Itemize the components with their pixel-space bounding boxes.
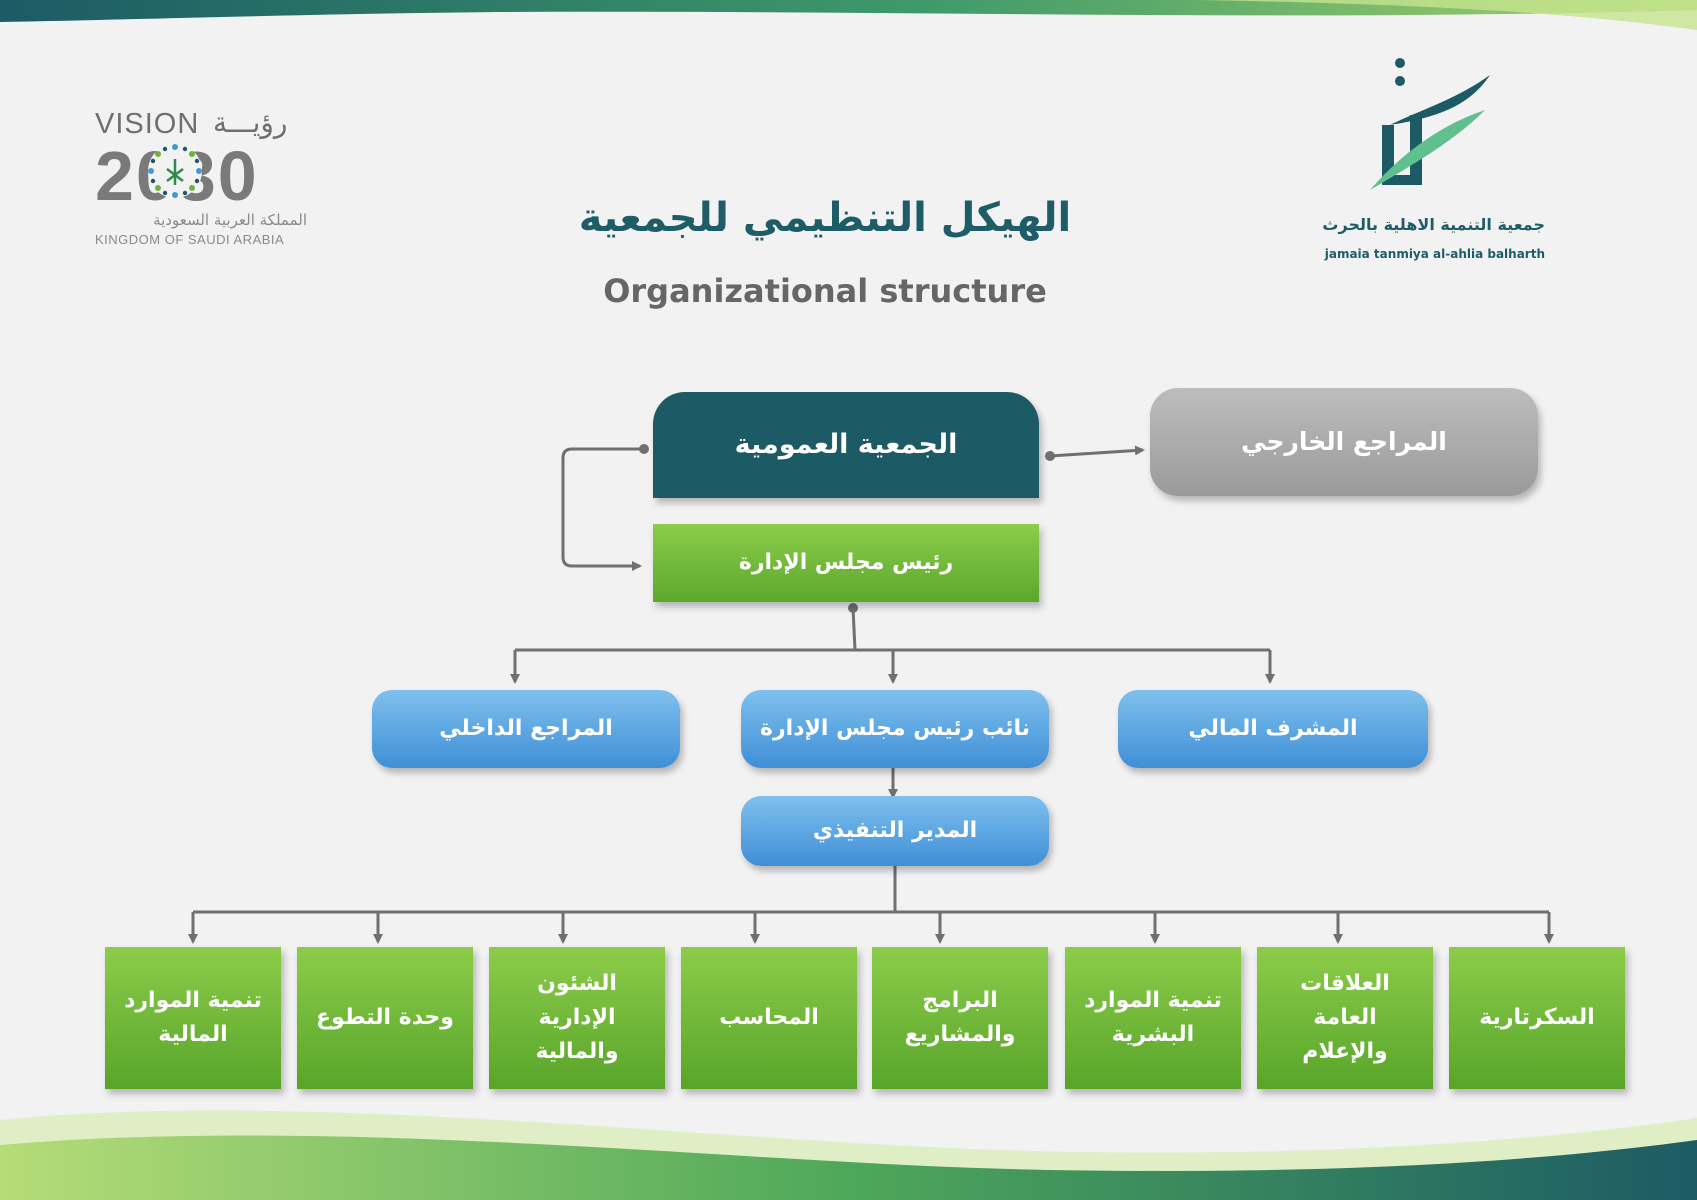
node-department: الشئون الإدارية والمالية xyxy=(489,947,665,1089)
connector-external xyxy=(1049,445,1145,458)
department-line1: تنمية الموارد xyxy=(1084,987,1222,1013)
department-line1: وحدة التطوع xyxy=(316,1004,454,1030)
vision-emblem-icon xyxy=(148,144,202,198)
organization-mark-icon xyxy=(1370,58,1490,190)
node-department: تنمية الموارد البشرية xyxy=(1065,947,1241,1089)
organization-logo: جمعية التنمية الاهلية بالحرث jamaia tanm… xyxy=(1300,55,1560,265)
node-department: البرامج والمشاريع xyxy=(872,947,1048,1089)
node-general-assembly: الجمعية العمومية xyxy=(653,392,1039,498)
vision-word: VISION xyxy=(95,108,200,140)
department-line2: والمشاريع xyxy=(904,1022,1016,1047)
connector-loop xyxy=(561,447,644,571)
node-internal-auditor: المراجع الداخلي xyxy=(372,690,680,768)
department-line2: المالية xyxy=(158,1022,228,1047)
vision-country-en: KINGDOM OF SAUDI ARABIA xyxy=(95,232,285,247)
page-title-en: Organizational structure xyxy=(603,272,1047,310)
node-executive-director: المدير التنفيذي xyxy=(741,796,1049,866)
department-line2: والإعلام xyxy=(1302,1039,1388,1065)
vision-2030-logo: VISION رؤيـــة 2030 المملكة العربية السع… xyxy=(95,106,315,258)
node-vice-chair: نائب رئيس مجلس الإدارة xyxy=(741,690,1049,768)
vision-arabic-word: رؤيـــة xyxy=(213,106,288,139)
node-department: السكرتارية xyxy=(1449,947,1625,1089)
node-department: وحدة التطوع xyxy=(297,947,473,1089)
department-line1: السكرتارية xyxy=(1479,1004,1595,1030)
node-department: تنمية الموارد المالية xyxy=(105,947,281,1089)
node-board-chair: رئيس مجلس الإدارة xyxy=(653,524,1039,602)
department-line1: تنمية الموارد xyxy=(124,987,262,1013)
department-line1: البرامج xyxy=(922,987,998,1013)
connector-trunk xyxy=(851,607,857,651)
department-line1: المحاسب xyxy=(719,1004,819,1030)
organization-name-ar: جمعية التنمية الاهلية بالحرث xyxy=(1322,215,1545,234)
node-department: العلاقات العامة والإعلام xyxy=(1257,947,1433,1089)
department-line2: والمالية xyxy=(535,1039,619,1065)
department-line2: البشرية xyxy=(1111,1022,1195,1047)
department-line1: الشئون الإدارية xyxy=(537,970,617,1030)
node-external-auditor: المراجع الخارجي xyxy=(1150,388,1538,496)
node-financial-supervisor: المشرف المالي xyxy=(1118,690,1428,768)
node-department: المحاسب xyxy=(681,947,857,1089)
vision-country-ar: المملكة العربية السعودية xyxy=(153,211,307,229)
department-line1: العلاقات العامة xyxy=(1300,970,1390,1030)
page-title-ar: الهيكل التنظيمي للجمعية xyxy=(578,195,1072,241)
organization-name-en: jamaia tanmiya al-ahlia balharth xyxy=(1324,247,1545,261)
